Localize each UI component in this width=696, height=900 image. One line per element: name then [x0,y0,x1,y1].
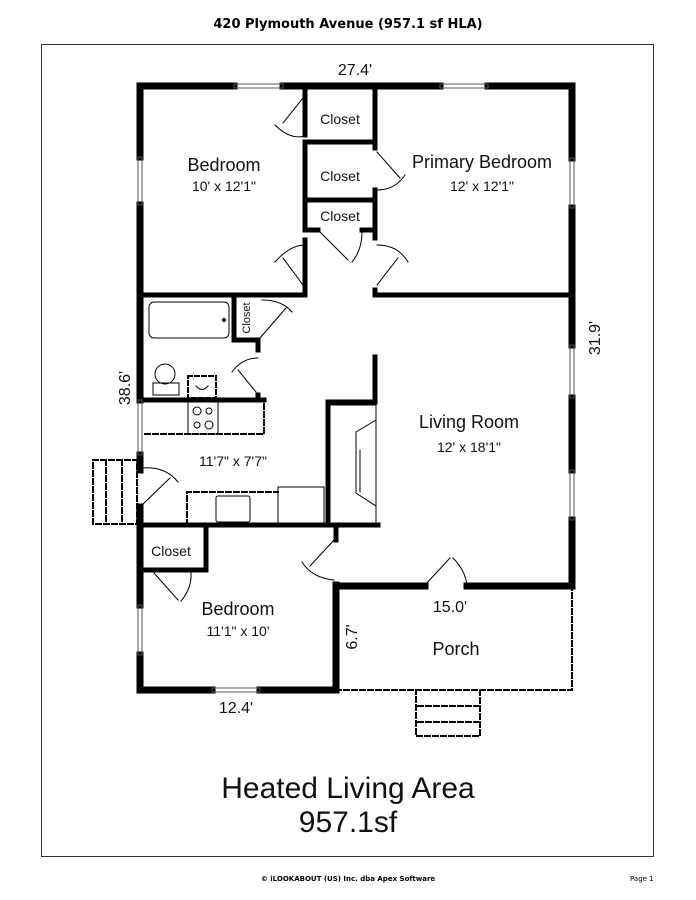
room-closet5: Closet [151,543,191,559]
area-summary-value: 957.1sf [298,806,398,839]
room-primary-size: 12' x 12'1" [450,178,514,194]
room-primary-name: Primary Bedroom [412,152,552,172]
area-summary-label: Heated Living Area [221,772,475,805]
doors [141,97,468,602]
room-bedroom1-size: 10' x 12'1" [192,178,256,194]
room-closet4: Closet [241,302,253,333]
room-living-name: Living Room [419,412,519,432]
page-frame [41,44,654,857]
fixtures [92,301,573,737]
room-kitchen-size: 11'7" x 7'7" [199,453,267,469]
room-bedroom1-name: Bedroom [187,155,260,175]
exterior-walls [136,82,576,694]
footer-copyright: © iLOOKABOUT (US) Inc. dba Apex Software [260,875,436,883]
dimension-porch-left: 6.7' [344,624,361,649]
dimension-top: 27.4' [338,62,372,79]
room-closet3: Closet [320,208,360,224]
room-living-size: 12' x 18'1" [437,439,501,455]
room-closet2: Closet [320,168,360,184]
dimension-right: 31.9' [587,321,604,355]
area-summary: Heated Living Area 957.1sf [0,772,696,840]
room-porch-name: Porch [432,639,479,659]
room-bedroom2-name: Bedroom [201,599,274,619]
windows [137,83,575,693]
dimension-bottom: 12.4' [219,700,253,717]
room-closet1: Closet [320,111,360,127]
dimension-left: 38.6' [117,371,134,405]
interior-walls [137,83,575,573]
page-number: Page 1 [630,875,654,883]
dimension-porch-top: 15.0' [433,599,467,616]
page-title: 420 Plymouth Avenue (957.1 sf HLA) [213,17,483,32]
room-bedroom2-size: 11'1" x 10' [207,623,270,639]
